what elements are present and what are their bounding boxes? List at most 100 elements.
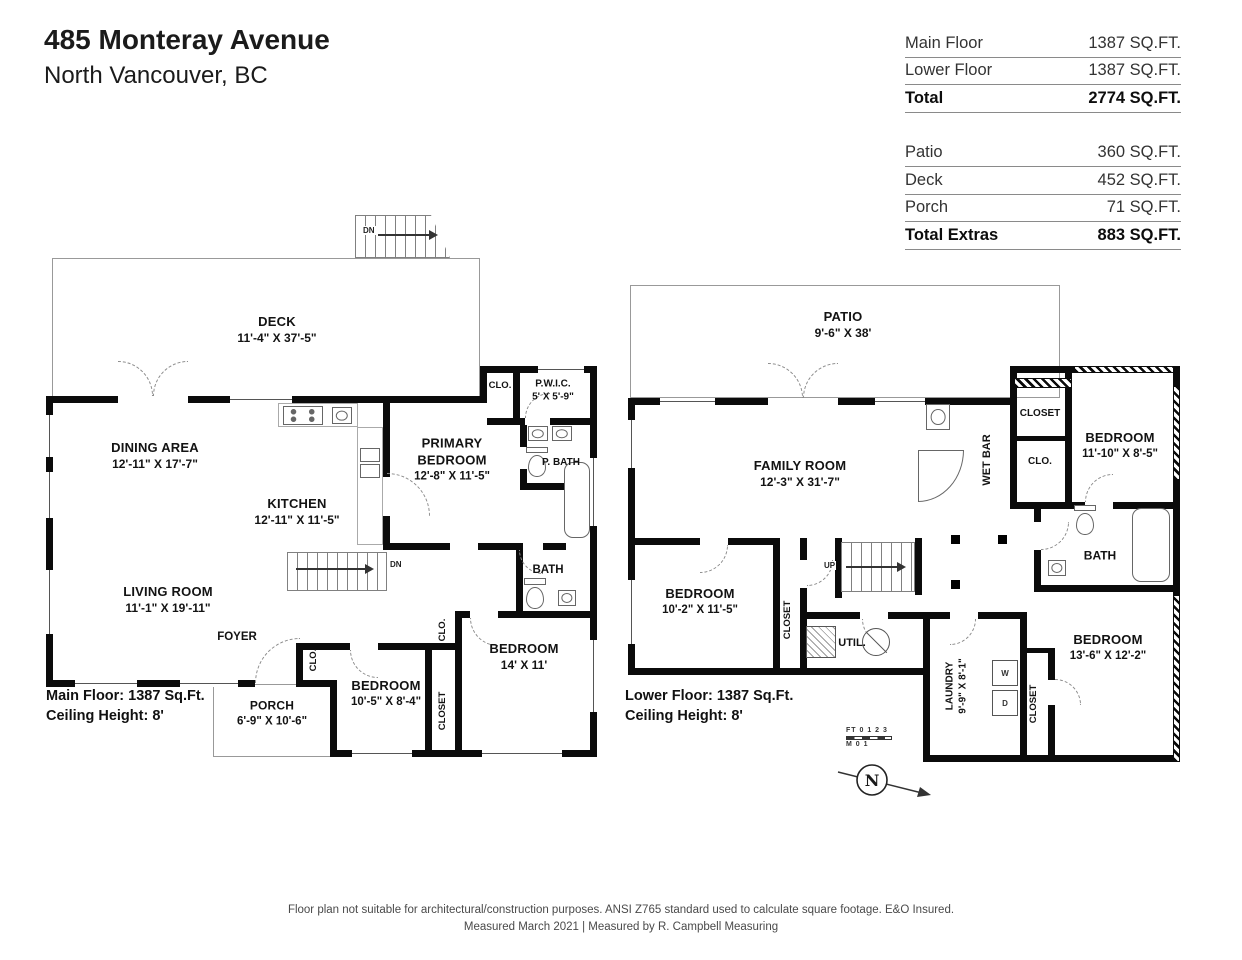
- wall: [516, 543, 523, 618]
- row-label: Lower Floor: [905, 61, 993, 80]
- room-label-clo: CLO.: [488, 380, 512, 392]
- washer-icon: W: [992, 660, 1018, 686]
- window: [538, 366, 584, 373]
- wall: [1113, 502, 1180, 509]
- room-label-util: UTIL.: [838, 637, 866, 650]
- door-opening: [768, 398, 838, 405]
- wall: [800, 612, 860, 619]
- table-row-total-extras: Total Extras 883 SQ.FT.: [905, 222, 1181, 250]
- wall: [330, 680, 337, 757]
- wall-window-well: [1173, 386, 1180, 480]
- row-value: 360 SQ.FT.: [1097, 143, 1181, 162]
- wall: [383, 516, 390, 550]
- row-value: 1387 SQ.FT.: [1088, 61, 1181, 80]
- wall: [1034, 502, 1041, 522]
- wall: [1020, 612, 1027, 755]
- wall: [1010, 366, 1074, 373]
- bath-sink-icon: [1048, 560, 1066, 576]
- scale-bar-graphic: [846, 736, 892, 741]
- wall: [300, 680, 337, 687]
- wall: [728, 538, 780, 545]
- row-value: 71 SQ.FT.: [1106, 198, 1181, 217]
- room-label-clo: CLO.: [1028, 455, 1052, 467]
- wall: [478, 543, 516, 550]
- stairs-up-label: UP: [823, 561, 837, 570]
- row-label: Main Floor: [905, 33, 983, 52]
- room-label-bedroom-left: BEDROOM 10'-2" X 11'-5": [662, 586, 738, 616]
- room-label-pwic: P.W.I.C. 5' X 5'-9": [532, 378, 574, 403]
- wall: [383, 543, 450, 550]
- vanity-sink-icon: [552, 426, 572, 441]
- wall: [520, 483, 566, 490]
- room-label-bedroom-top: BEDROOM 11'-10" X 8'-5": [1082, 430, 1158, 460]
- row-label: Total Extras: [905, 225, 999, 244]
- door-opening: [118, 396, 188, 403]
- row-label: Patio: [905, 143, 943, 162]
- room-label-bedroom-large: BEDROOM 14' X 11': [489, 640, 559, 672]
- wall: [915, 538, 922, 595]
- row-label: Total: [905, 88, 944, 107]
- window: [628, 580, 635, 644]
- kitchen-sink-icon: [360, 448, 380, 462]
- row-label: Deck: [905, 170, 943, 189]
- room-label-closet-top: CLOSET: [1019, 407, 1061, 419]
- table-row-total: Total 2774 SQ.FT.: [905, 85, 1181, 113]
- room-label-primary-bedroom: PRIMARY BEDROOM 12'-8" X 11'-5": [414, 435, 490, 483]
- north-letter: N: [865, 771, 880, 790]
- window: [875, 398, 925, 405]
- disclaimer-line2: Measured March 2021 | Measured by R. Cam…: [463, 920, 779, 933]
- wall: [773, 538, 780, 675]
- wall: [628, 398, 635, 675]
- wall: [1034, 585, 1180, 592]
- wall: [520, 469, 527, 490]
- window: [590, 458, 597, 526]
- room-label-patio: PATIO 9'-6" X 38': [814, 308, 872, 340]
- room-label-bath: BATH: [1083, 548, 1117, 563]
- row-label: Porch: [905, 198, 949, 217]
- utility-panel-icon: [806, 626, 836, 658]
- stairs-arrow-icon: [296, 564, 374, 573]
- wet-bar-sink-icon: [926, 404, 950, 430]
- table-row: Porch 71 SQ.FT.: [905, 195, 1181, 222]
- north-arrow-icon: N: [837, 764, 931, 797]
- wall: [480, 366, 487, 403]
- window: [75, 680, 137, 687]
- room-label-laundry: LAUNDRY 9'-9" X 8'-1": [944, 658, 969, 714]
- toilet-icon: [526, 587, 544, 609]
- wall: [425, 643, 432, 757]
- bathtub-icon: [1132, 508, 1170, 582]
- post: [998, 535, 1007, 544]
- toilet-icon: [1076, 513, 1094, 535]
- dryer-icon: D: [992, 690, 1018, 716]
- patio-outline: [630, 285, 1060, 398]
- bulkhead-hatch: [1014, 378, 1072, 388]
- page-title: 485 Monteray Avenue: [44, 24, 330, 55]
- stairs-arrow-icon: [378, 230, 438, 239]
- row-value: 1387 SQ.FT.: [1088, 33, 1181, 52]
- stairs-dn-label: DN: [362, 226, 376, 235]
- wall: [1048, 650, 1055, 680]
- kitchen-counter: [357, 427, 383, 545]
- scale-bar: FT 0 1 2 3 M 0 1: [846, 727, 892, 749]
- row-value: 883 SQ.FT.: [1097, 225, 1181, 244]
- page-subtitle: North Vancouver, BC: [44, 62, 268, 89]
- scale-m-label: M 0 1: [846, 741, 869, 749]
- wall: [543, 543, 566, 550]
- wall: [1010, 436, 1072, 441]
- wall: [296, 643, 350, 650]
- stairs-dn-label: DN: [390, 560, 402, 569]
- stove-icon: [283, 406, 323, 425]
- room-label-bedroom-small: BEDROOM 10'-5" X 8'-4": [350, 678, 422, 708]
- wall: [330, 750, 597, 757]
- wall: [888, 612, 930, 619]
- room-label-family-room: FAMILY ROOM 12'-3" X 31'-7": [753, 457, 847, 489]
- water-heater-icon: [862, 628, 890, 656]
- wall: [923, 612, 950, 619]
- wall: [978, 612, 1027, 619]
- door-swing-arc: [950, 619, 976, 645]
- row-value: 2774 SQ.FT.: [1088, 88, 1181, 107]
